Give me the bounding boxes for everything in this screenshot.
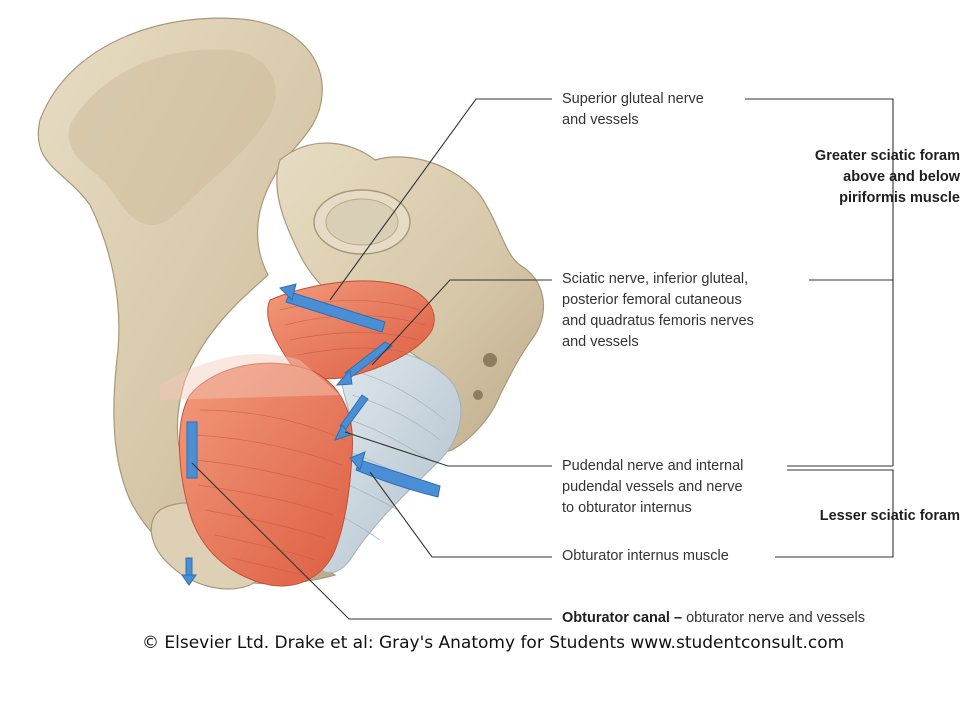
pudendal-arrowhead bbox=[334, 424, 351, 441]
iliac-fossa-shadow bbox=[68, 49, 276, 226]
muscle-overlay bbox=[160, 354, 340, 400]
label-line: and vessels bbox=[562, 334, 639, 350]
bracket-greater-sciatic bbox=[745, 98, 894, 466]
sacral-foramen bbox=[473, 390, 483, 400]
obturator-canal-arrow bbox=[186, 421, 198, 479]
leader-lines bbox=[191, 98, 894, 620]
label-superior-gluteal: Superior gluteal nerve and vessels bbox=[562, 89, 704, 131]
superior-gluteal-arrowhead bbox=[279, 283, 297, 301]
label-line: Superior gluteal nerve bbox=[562, 91, 704, 107]
group-greater-sciatic-foramen: Greater sciatic foram above and below pi… bbox=[815, 146, 960, 209]
group-line: piriformis muscle bbox=[839, 190, 960, 206]
label-obturator-canal-description: obturator nerve and vessels bbox=[682, 610, 866, 626]
copyright-credit: © Elsevier Ltd. Drake et al: Gray's Anat… bbox=[142, 633, 845, 653]
group-line: above and below bbox=[843, 169, 960, 185]
label-obturator-canal: Obturator canal – obturator nerve and ve… bbox=[562, 608, 865, 629]
label-obturator-canal-term: Obturator canal – bbox=[562, 610, 683, 626]
leader-superior-gluteal bbox=[329, 98, 552, 301]
sciatic-arrowhead bbox=[335, 368, 353, 386]
group-lesser-sciatic-foramen: Lesser sciatic foram bbox=[819, 508, 960, 524]
obturator-canal-arrow-exit bbox=[185, 557, 193, 576]
obturator-fibers bbox=[194, 409, 346, 576]
obturator-canal-arrowhead bbox=[181, 574, 197, 586]
label-line: and quadratus femoris nerves bbox=[562, 313, 754, 329]
superior-gluteal-arrow bbox=[285, 291, 386, 333]
vessel-arrows bbox=[181, 283, 441, 586]
label-line: pudendal vessels and nerve bbox=[562, 479, 743, 495]
leader-obturator-internus bbox=[369, 471, 552, 558]
obturator-internus-muscle bbox=[178, 362, 353, 587]
label-line: to obturator internus bbox=[562, 500, 692, 516]
label-obturator-internus: Obturator internus muscle bbox=[562, 548, 729, 564]
sacral-promontory-inner bbox=[325, 198, 399, 246]
leader-pudendal bbox=[344, 431, 552, 467]
label-line: and vessels bbox=[562, 112, 639, 128]
label-line: Pudendal nerve and internal bbox=[562, 458, 744, 474]
label-pudendal-nerve: Pudendal nerve and internal pudendal ves… bbox=[562, 456, 743, 519]
group-line: Greater sciatic foram bbox=[814, 148, 960, 164]
sacral-foramen bbox=[483, 353, 497, 367]
obturator-internus-arrow bbox=[355, 459, 441, 498]
leader-obturator-canal bbox=[191, 462, 552, 620]
label-sciatic-nerve: Sciatic nerve, inferior gluteal, posteri… bbox=[562, 269, 754, 353]
label-line: posterior femoral cutaneous bbox=[562, 292, 742, 308]
obturator-internus-arrowhead bbox=[349, 451, 366, 472]
leader-sciatic bbox=[371, 279, 552, 366]
label-line: Sciatic nerve, inferior gluteal, bbox=[562, 271, 749, 287]
bracket-lesser-sciatic bbox=[775, 469, 894, 558]
